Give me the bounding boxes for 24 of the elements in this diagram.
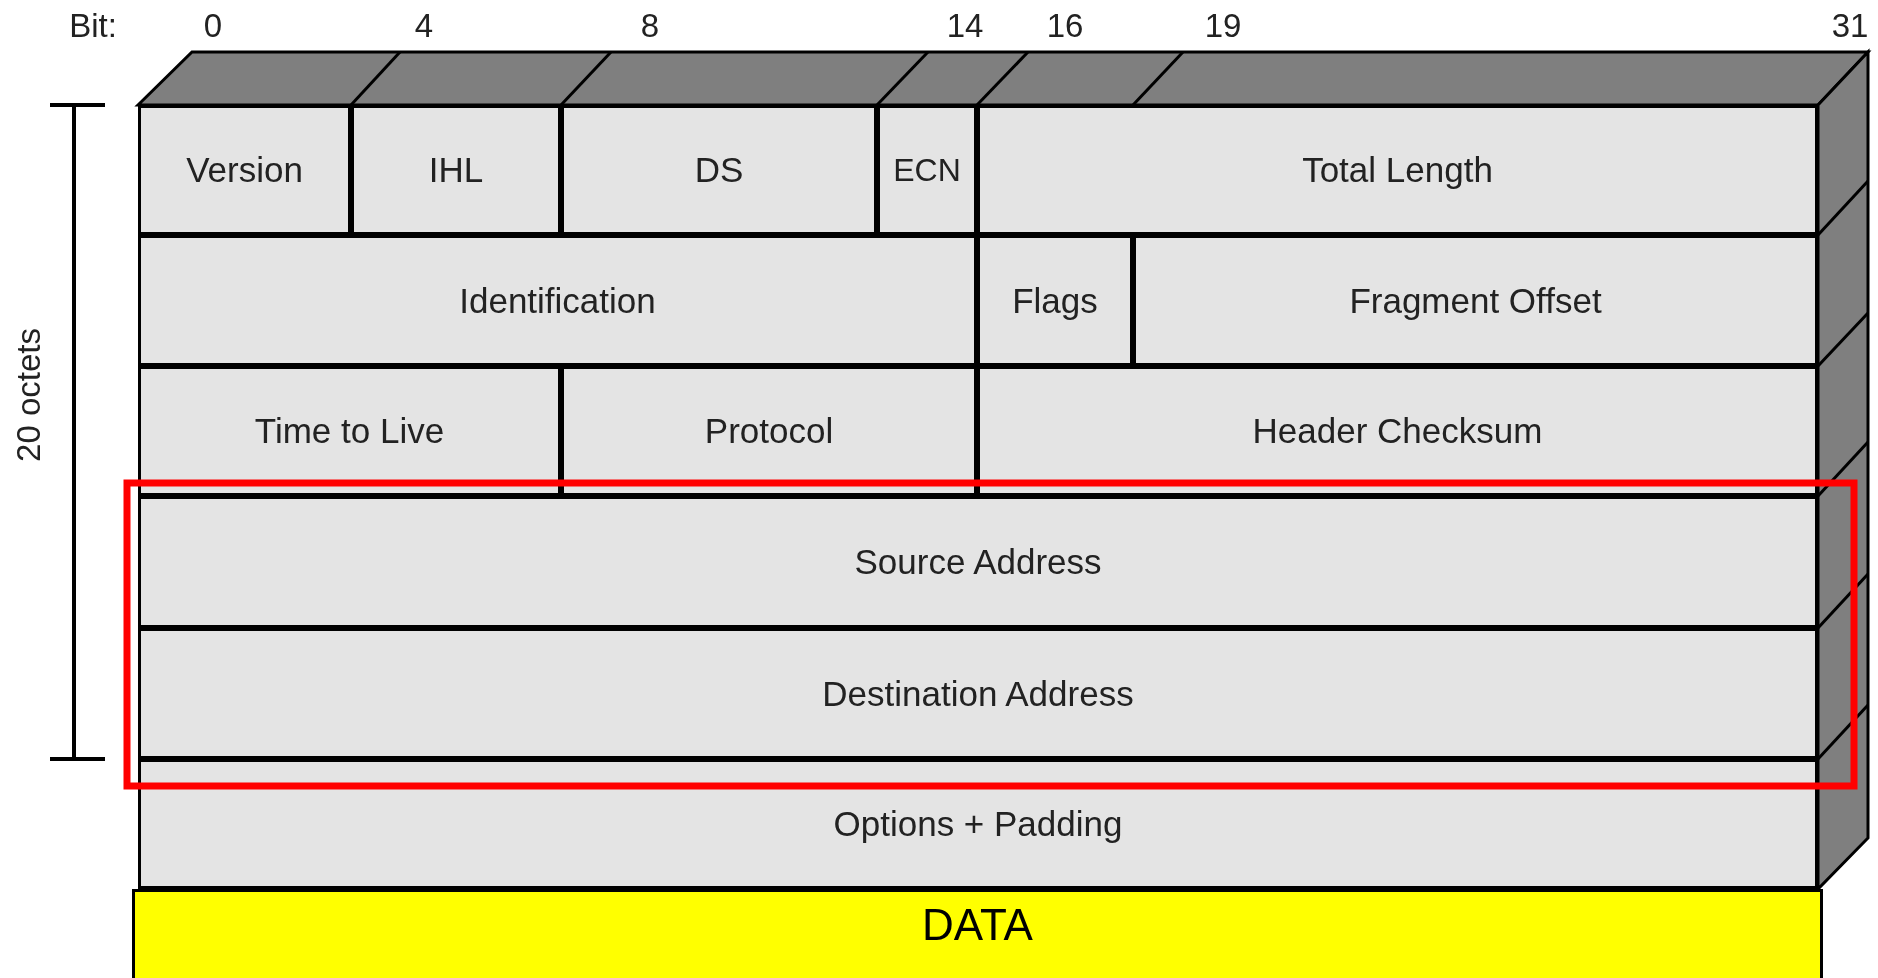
header-field: Total Length	[977, 105, 1818, 235]
header-field: Identification	[138, 235, 977, 366]
header-field: IHL	[351, 105, 561, 235]
header-field: Version	[138, 105, 351, 235]
bit-number: 14	[946, 7, 984, 45]
header-field: Time to Live	[138, 366, 561, 496]
axis-caption: Bit:	[69, 7, 117, 45]
dimension-label: 20 octets	[10, 328, 48, 462]
header-field: Flags	[977, 235, 1133, 366]
header-field: DS	[561, 105, 877, 235]
header-field: Destination Address	[138, 628, 1818, 759]
header-field: Fragment Offset	[1133, 235, 1818, 366]
bit-number: 16	[1046, 7, 1084, 45]
header-field: ECN	[877, 105, 977, 235]
header-field: Source Address	[138, 496, 1818, 628]
bit-number: 0	[203, 7, 223, 45]
bit-number: 8	[640, 7, 660, 45]
header-field: Header Checksum	[977, 366, 1818, 496]
bit-number: 31	[1831, 7, 1869, 45]
data-bar: DATA	[132, 889, 1823, 978]
bit-number: 19	[1204, 7, 1242, 45]
header-field: Options + Padding	[138, 759, 1818, 889]
bit-number: 4	[414, 7, 434, 45]
header-field: Protocol	[561, 366, 977, 496]
